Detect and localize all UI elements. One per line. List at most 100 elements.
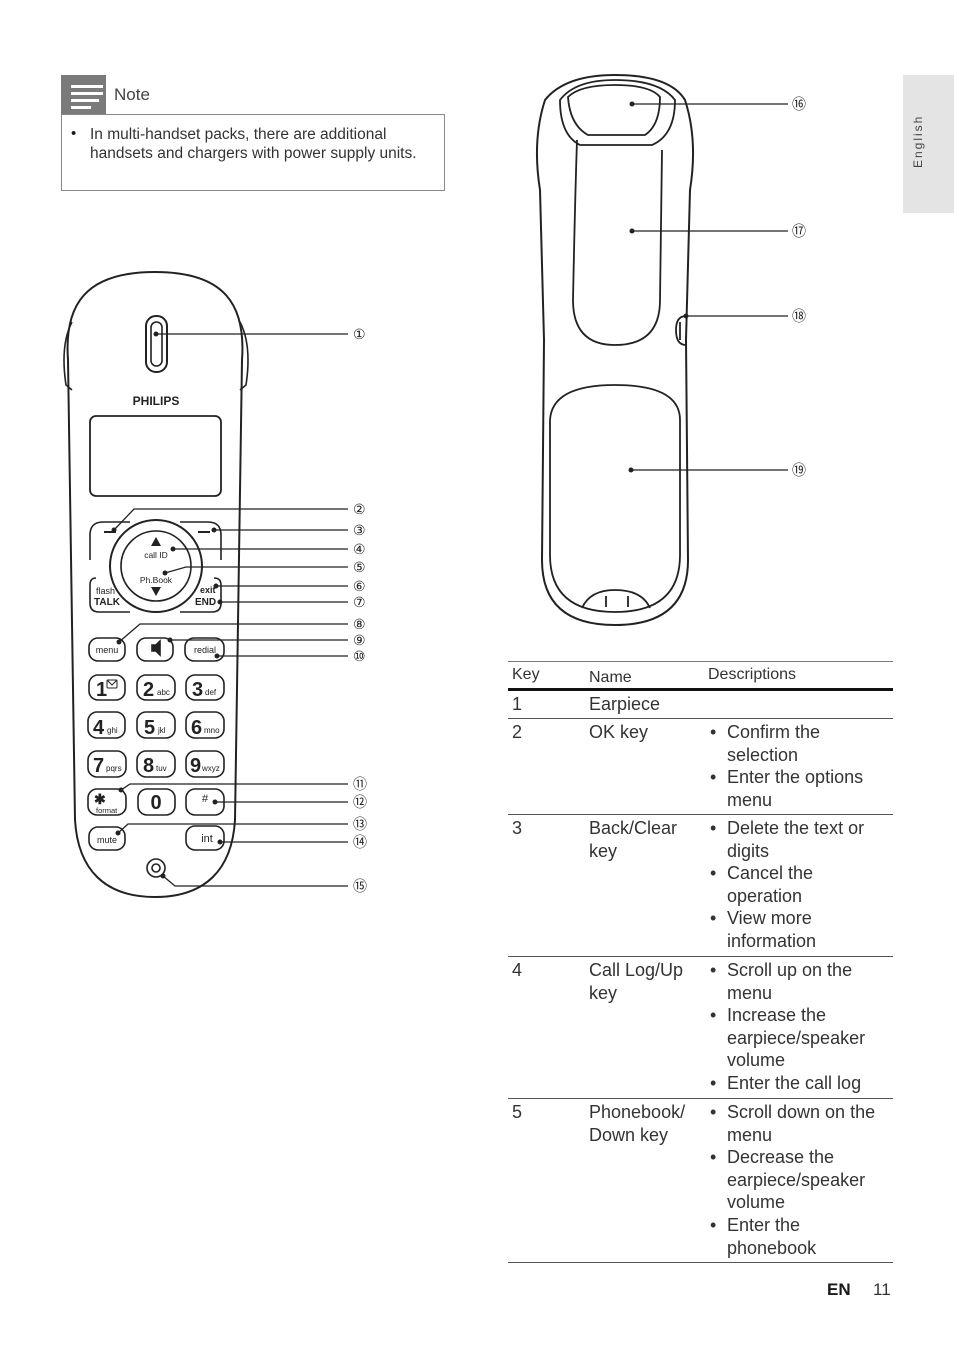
callout-15: ⑮ bbox=[353, 878, 367, 894]
back-callout-dots bbox=[628, 101, 689, 473]
note-text: In multi-handset packs, there are additi… bbox=[90, 126, 417, 162]
row-name: Phonebook/ Down key bbox=[589, 1102, 686, 1145]
callout-6: ⑥ bbox=[353, 578, 366, 594]
key-star: ✱ bbox=[94, 791, 106, 807]
callout-14: ⑭ bbox=[353, 834, 367, 850]
callout-7: ⑦ bbox=[353, 594, 366, 610]
note-title: Note bbox=[114, 85, 150, 104]
key-6-letters: mno bbox=[204, 726, 220, 735]
key-3-letters: def bbox=[205, 688, 217, 697]
key-2: 2 bbox=[143, 679, 154, 701]
table-row: 4 Call Log/Up key Scroll up on the menu … bbox=[508, 957, 893, 1099]
back-callout-numbers: ⑯ ⑰ ⑱ ⑲ bbox=[792, 96, 806, 478]
bullet-icon: • bbox=[71, 125, 77, 142]
row-key: 3 bbox=[512, 818, 523, 838]
callout-11: ⑪ bbox=[353, 776, 367, 792]
desc-item: Enter the call log bbox=[708, 1072, 893, 1095]
key-4-letters: ghi bbox=[107, 726, 118, 735]
row-key: 5 bbox=[512, 1102, 523, 1122]
front-callout-numbers: ① ② ③ ④ ⑤ ⑥ ⑦ ⑧ ⑨ ⑩ ⑪ ⑫ ⑬ ⑭ ⑮ bbox=[353, 326, 367, 894]
desc-item: View more information bbox=[708, 907, 893, 952]
header-descriptions: Descriptions bbox=[708, 666, 797, 683]
table-row: 3 Back/Clear key Delete the text or digi… bbox=[508, 815, 893, 957]
table-row: 1 Earpiece bbox=[508, 691, 893, 719]
desc-item: Cancel the operation bbox=[708, 862, 893, 907]
key-2-letters: abc bbox=[157, 688, 170, 697]
exit-label: exit bbox=[200, 585, 216, 595]
key-3: 3 bbox=[192, 679, 203, 701]
handset-front bbox=[63, 270, 249, 899]
front-callout-lines bbox=[113, 333, 348, 887]
desc-item: Enter the options menu bbox=[708, 766, 893, 811]
brand-logo: PHILIPS bbox=[133, 394, 180, 408]
phbook-label: Ph.Book bbox=[140, 575, 173, 585]
callout-8: ⑧ bbox=[353, 616, 366, 632]
handset-back bbox=[535, 73, 695, 627]
key-9-letters: wxyz bbox=[201, 764, 220, 773]
key-0: 0 bbox=[150, 792, 161, 814]
callout-16: ⑯ bbox=[792, 96, 806, 112]
desc-item: Increase the earpiece/speaker volume bbox=[708, 1004, 893, 1072]
mute-label: mute bbox=[97, 835, 117, 845]
table-row: 2 OK key Confirm the selection Enter the… bbox=[508, 719, 893, 815]
page-number: 11 bbox=[873, 1280, 891, 1299]
note-frame: • In multi-handset packs, there are addi… bbox=[61, 114, 445, 191]
key-6: 6 bbox=[191, 717, 202, 739]
key-7: 7 bbox=[93, 755, 104, 777]
key-5: 5 bbox=[144, 717, 155, 739]
callout-4: ④ bbox=[353, 541, 366, 557]
flash-label: flash bbox=[96, 586, 115, 596]
row-key: 4 bbox=[512, 960, 523, 980]
row-descriptions: Confirm the selection Enter the options … bbox=[708, 721, 893, 811]
desc-item: Delete the text or digits bbox=[708, 817, 893, 862]
language-tab: English bbox=[903, 75, 954, 213]
callout-13: ⑬ bbox=[353, 816, 367, 832]
callout-18: ⑱ bbox=[792, 308, 806, 324]
int-label: int bbox=[201, 833, 213, 845]
table-row: 5 Phonebook/ Down key Scroll down on the… bbox=[508, 1099, 893, 1263]
key-9: 9 bbox=[190, 755, 201, 777]
row-descriptions: Delete the text or digits Cancel the ope… bbox=[708, 817, 893, 953]
footer-language: EN bbox=[827, 1280, 851, 1299]
key-5-letters: jkl bbox=[157, 726, 166, 735]
row-name: Back/Clear key bbox=[589, 818, 678, 861]
callout-5: ⑤ bbox=[353, 559, 366, 575]
callout-9: ⑨ bbox=[353, 632, 366, 648]
desc-item: Decrease the earpiece/speaker volume bbox=[708, 1146, 893, 1214]
desc-item: Enter the phonebook bbox=[708, 1214, 893, 1259]
back-callout-lines bbox=[631, 103, 788, 471]
row-key: 1 bbox=[512, 694, 523, 714]
redial-label: redial bbox=[194, 645, 216, 655]
call-id-label: call ID bbox=[144, 550, 168, 560]
table-header: Key Name Descriptions bbox=[508, 661, 893, 691]
key-7-letters: pqrs bbox=[106, 764, 122, 773]
key-hash: # bbox=[202, 793, 209, 805]
row-descriptions: Scroll down on the menu Decrease the ear… bbox=[708, 1101, 893, 1259]
key-1: 1 bbox=[96, 679, 107, 701]
talk-label: TALK bbox=[94, 597, 121, 608]
row-name: Earpiece bbox=[589, 694, 661, 714]
callout-3: ③ bbox=[353, 522, 366, 538]
front-callout-dots bbox=[111, 331, 223, 879]
header-key: Key bbox=[512, 666, 540, 683]
desc-item: Confirm the selection bbox=[708, 721, 893, 766]
callout-17: ⑰ bbox=[792, 223, 806, 239]
note-box: Note • In multi-handset packs, there are… bbox=[61, 75, 446, 192]
key-8-letters: tuv bbox=[156, 764, 167, 773]
desc-item: Scroll down on the menu bbox=[708, 1101, 893, 1146]
callout-10: ⑩ bbox=[353, 648, 366, 664]
row-name: OK key bbox=[589, 722, 649, 742]
key-8: 8 bbox=[143, 755, 154, 777]
row-key: 2 bbox=[512, 722, 523, 742]
desc-item: Scroll up on the menu bbox=[708, 959, 893, 1004]
callout-19: ⑲ bbox=[792, 462, 806, 478]
row-name: Call Log/Up key bbox=[589, 960, 684, 1003]
handset-front-labels: PHILIPS call ID Ph.Book flash TALK exit … bbox=[93, 394, 220, 845]
callout-12: ⑫ bbox=[353, 794, 367, 810]
end-label: END bbox=[195, 597, 216, 608]
key-table: Key Name Descriptions 1 Earpiece 2 OK ke… bbox=[508, 661, 893, 1263]
row-descriptions: Scroll up on the menu Increase the earpi… bbox=[708, 959, 893, 1095]
menu-label: menu bbox=[96, 645, 119, 655]
callout-2: ② bbox=[353, 501, 366, 517]
